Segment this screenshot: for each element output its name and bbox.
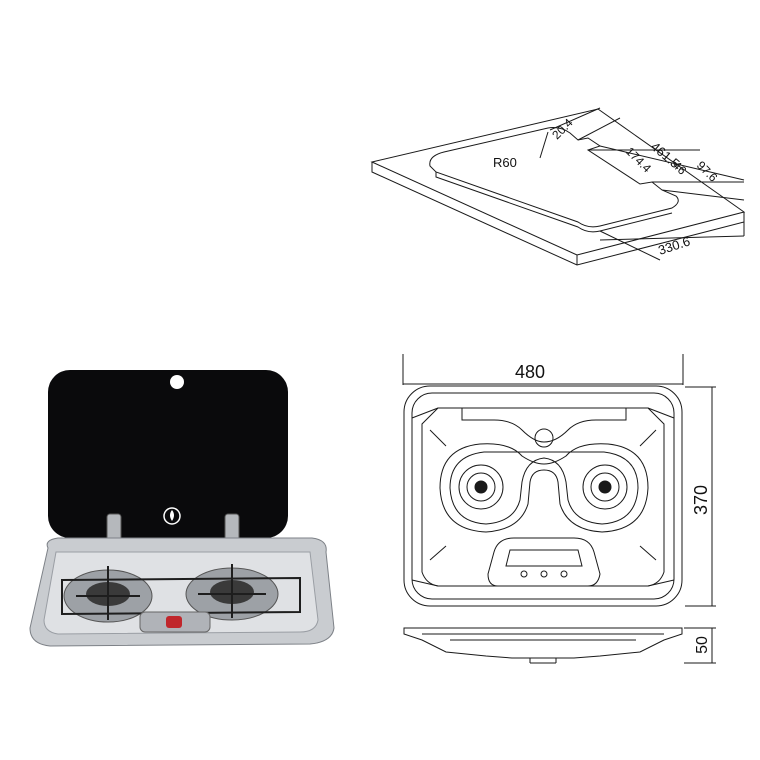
hob-basin — [421, 407, 665, 587]
hob-outline — [403, 385, 683, 607]
flame-logo-icon — [163, 507, 181, 525]
plan-drawing — [402, 354, 716, 607]
cutout-opening — [429, 127, 679, 228]
glass-lid — [48, 370, 288, 538]
plan-control-recess — [487, 537, 601, 587]
ignition-knob — [166, 616, 182, 628]
plan-burner-left — [458, 464, 504, 510]
pan-grate — [61, 564, 301, 620]
burner-well-left — [439, 443, 649, 533]
lid-hole — [170, 375, 184, 389]
plan-depth-label: 370 — [691, 485, 711, 515]
cutout-radius-label: R60 — [493, 155, 517, 170]
plan-width-label: 480 — [515, 362, 545, 382]
plan-burner-right — [582, 464, 628, 510]
product-photo — [29, 370, 335, 647]
cutout-dim-f-label: 330.6 — [656, 234, 692, 258]
plan-top-hole — [534, 428, 554, 448]
side-drawing — [403, 627, 716, 664]
side-height-label: 50 — [694, 636, 711, 654]
hob-side-profile — [403, 627, 683, 659]
cutout-drawing — [370, 107, 746, 266]
